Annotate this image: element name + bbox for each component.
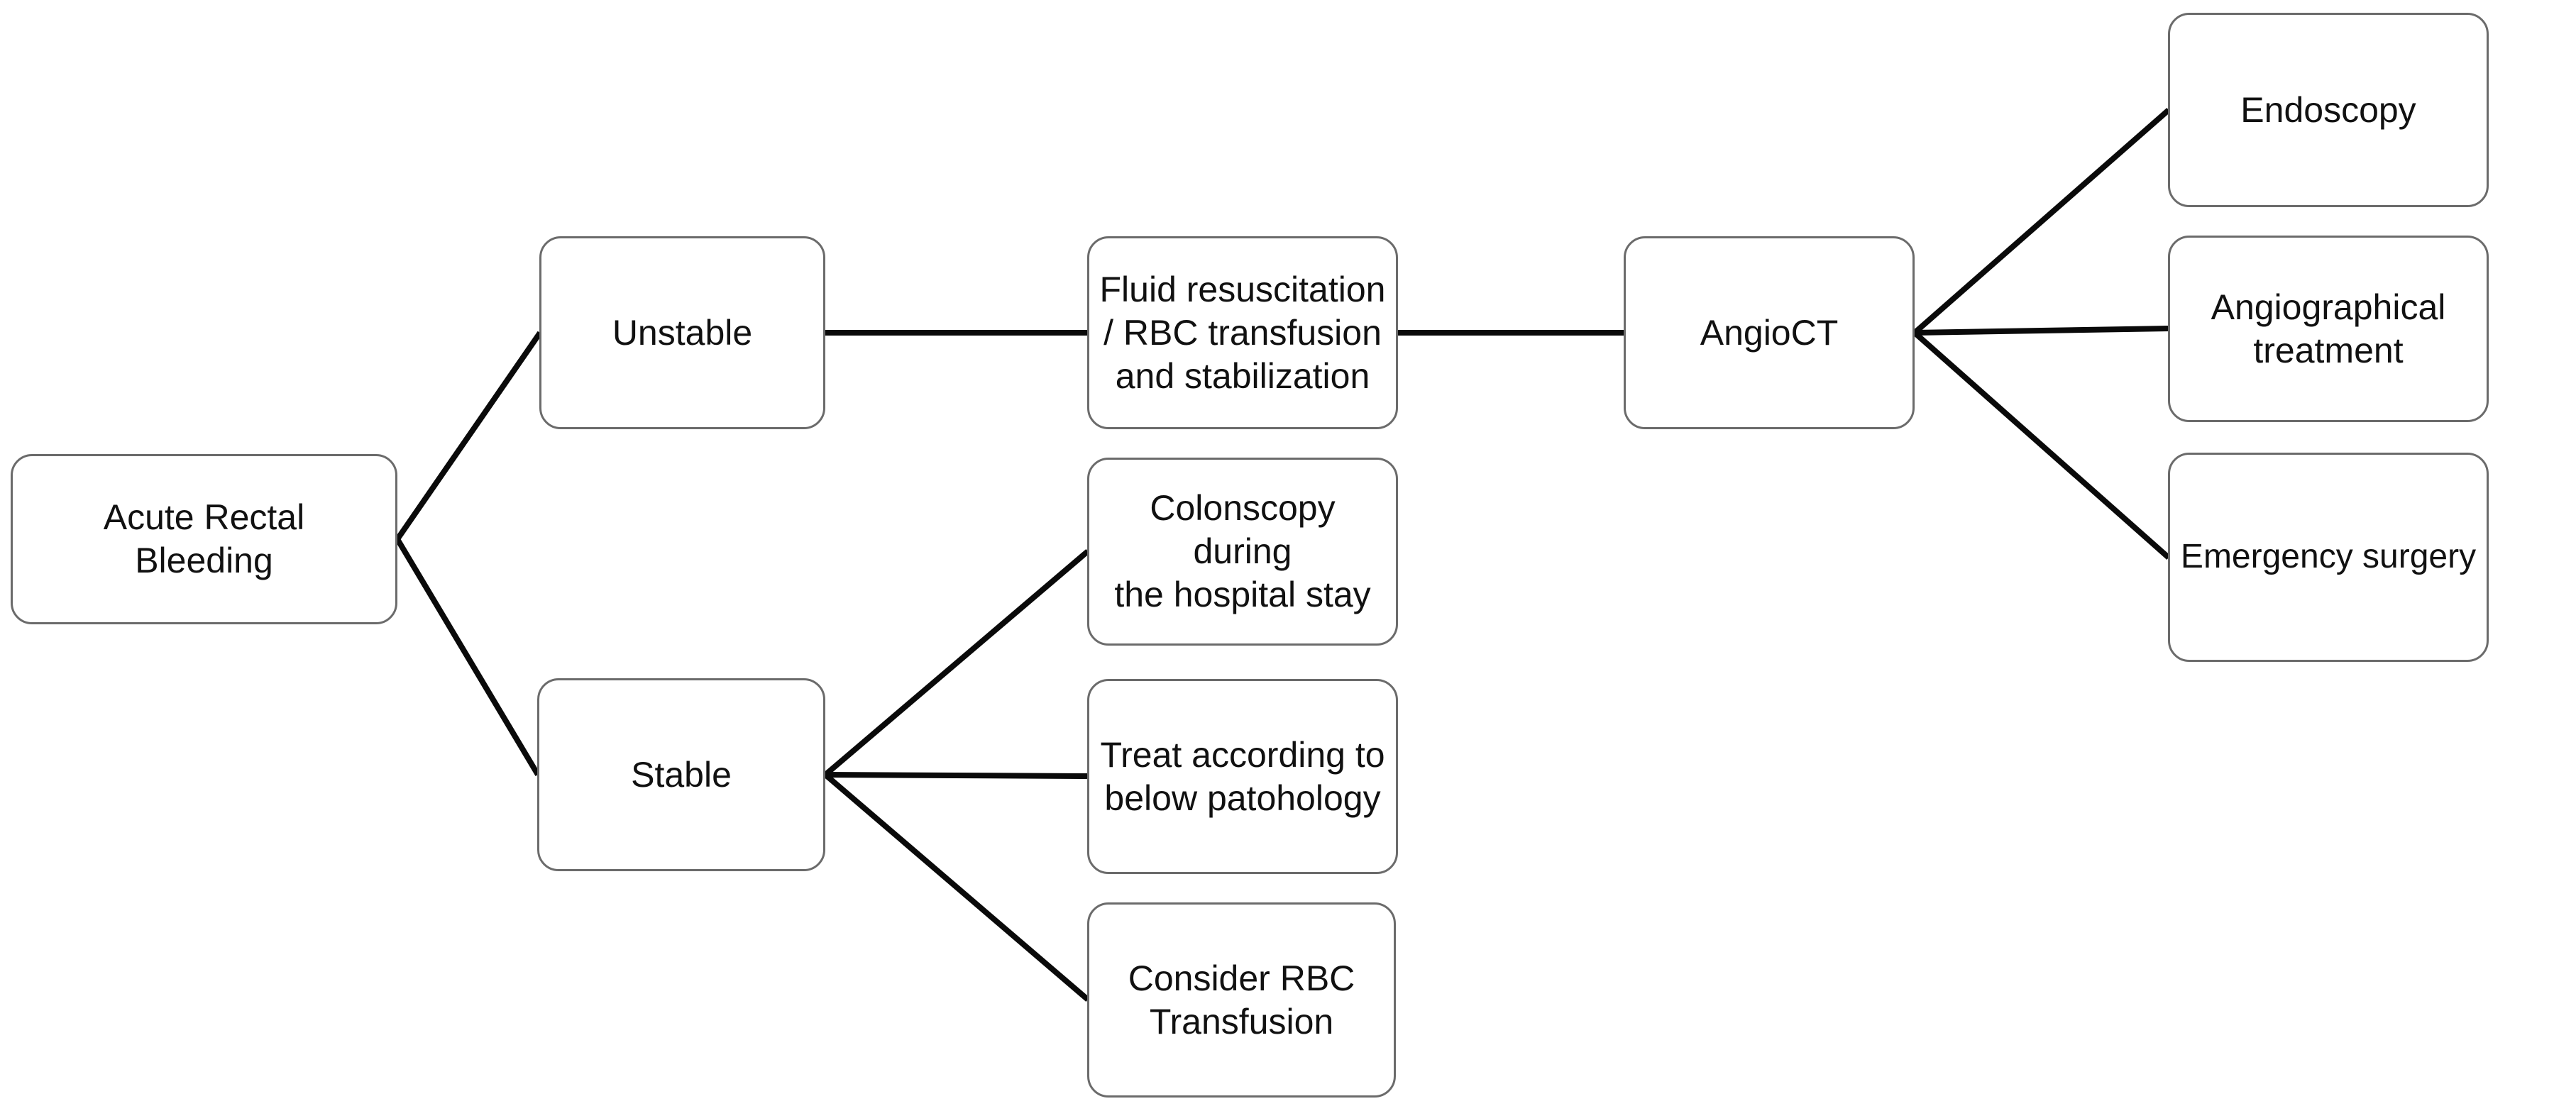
- edge-angioct-to-endoscopy: [1912, 107, 2171, 336]
- edge-stable-to-colonscopy: [823, 548, 1090, 778]
- node-stable: Stable: [537, 678, 825, 871]
- node-label-fluid-resuscitation: Fluid resuscitation / RBC transfusion an…: [1099, 269, 1386, 396]
- node-colonscopy-hospital-stay: Colonscopy during the hospital stay: [1087, 458, 1398, 646]
- node-unstable: Unstable: [539, 236, 825, 429]
- edge-acute-to-stable: [395, 537, 541, 777]
- node-consider-rbc-transfusion: Consider RBC Transfusion: [1087, 902, 1396, 1098]
- edge-stable-to-treat: [825, 772, 1089, 779]
- node-label-treat-below-pathology: Treat according to below patohology: [1100, 734, 1385, 818]
- edge-angioct-to-emergency: [1912, 331, 2171, 560]
- node-label-unstable: Unstable: [612, 312, 753, 353]
- node-endoscopy: Endoscopy: [2168, 13, 2489, 207]
- node-label-acute-rectal-bleeding: Acute Rectal Bleeding: [103, 497, 305, 580]
- edge-angioct-to-angiographic: [1914, 326, 2169, 336]
- edge-stable-to-consider: [823, 772, 1090, 1002]
- node-label-colonscopy-hospital-stay: Colonscopy during the hospital stay: [1114, 488, 1371, 614]
- node-label-angiographical-treatment: Angiographical treatment: [2211, 287, 2446, 370]
- node-angioct: AngioCT: [1624, 236, 1915, 429]
- node-emergency-surgery: Emergency surgery: [2168, 453, 2489, 662]
- node-fluid-resuscitation: Fluid resuscitation / RBC transfusion an…: [1087, 236, 1398, 429]
- node-label-angioct: AngioCT: [1700, 312, 1839, 353]
- node-label-consider-rbc-transfusion: Consider RBC Transfusion: [1128, 958, 1355, 1041]
- node-label-endoscopy: Endoscopy: [2240, 89, 2416, 130]
- node-acute-rectal-bleeding: Acute Rectal Bleeding: [11, 454, 397, 624]
- edge-acute-to-unstable: [395, 331, 543, 541]
- node-label-emergency-surgery: Emergency surgery: [2180, 538, 2477, 576]
- node-treat-below-pathology: Treat according to below patohology: [1087, 679, 1398, 874]
- node-label-stable: Stable: [631, 754, 732, 795]
- node-angiographical-treatment: Angiographical treatment: [2168, 236, 2489, 422]
